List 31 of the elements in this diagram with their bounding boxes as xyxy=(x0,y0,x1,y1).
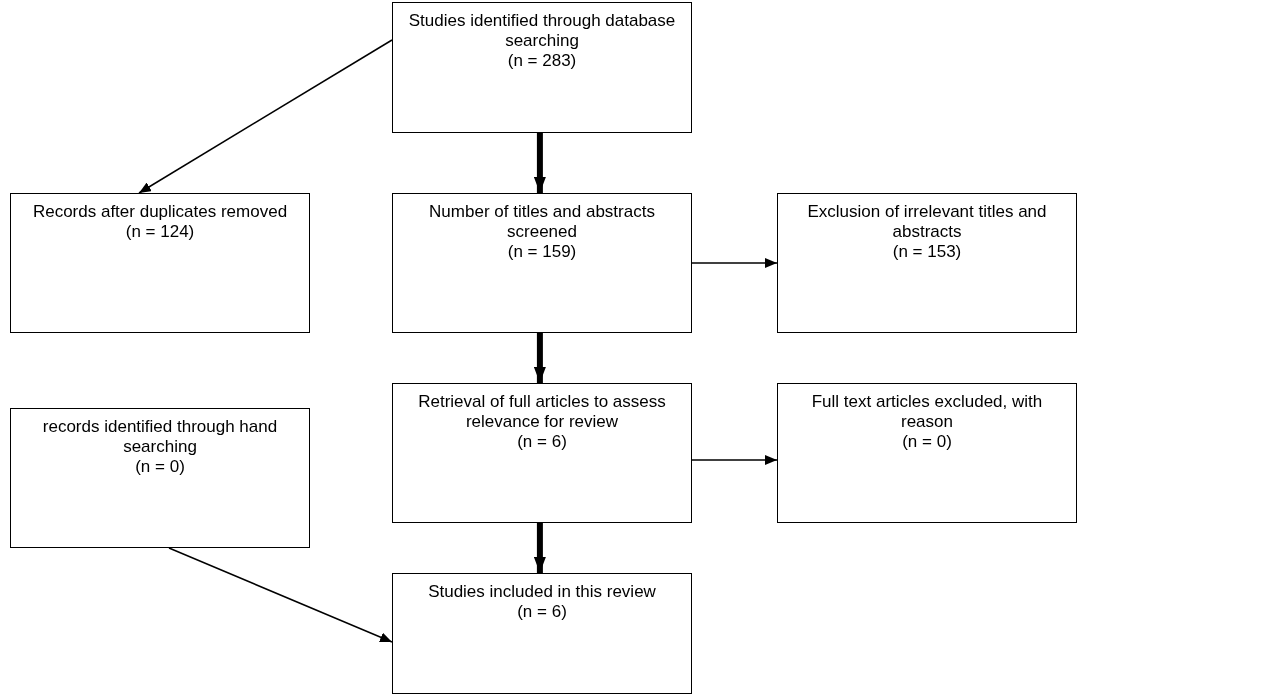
box-text: Studies identified through database searching xyxy=(407,11,677,51)
box-text: Exclusion of irrelevant titles and abstracts xyxy=(806,202,1048,242)
process-box xyxy=(392,193,692,333)
process-box xyxy=(392,2,692,133)
process-box xyxy=(777,383,1077,523)
box-text: records identified through hand searching xyxy=(41,417,279,457)
box-text: Records after duplicates removed xyxy=(31,202,289,222)
box-text: (n = 283) xyxy=(506,51,578,71)
box-text: (n = 153) xyxy=(891,242,963,262)
box-text: (n = 0) xyxy=(901,432,953,452)
process-box xyxy=(777,193,1077,333)
process-box xyxy=(10,408,310,548)
arrow xyxy=(533,133,546,193)
arrow xyxy=(691,258,778,268)
box-text: (n = 159) xyxy=(506,242,578,262)
box-text: (n = 6) xyxy=(516,432,568,452)
arrow xyxy=(533,333,546,383)
box-text: Studies included in this review xyxy=(427,582,657,602)
process-box xyxy=(10,193,310,333)
box-text: (n = 0) xyxy=(134,457,186,477)
box-text: (n = 6) xyxy=(516,602,568,622)
box-text: (n = 124) xyxy=(124,222,196,242)
arrow xyxy=(138,39,393,194)
process-box xyxy=(392,573,692,694)
arrow xyxy=(691,455,778,465)
arrow xyxy=(168,547,393,643)
box-text: Number of titles and abstracts screened xyxy=(428,202,656,242)
process-box xyxy=(392,383,692,523)
arrow xyxy=(533,523,546,573)
box-text: Retrieval of full articles to assess relevance for review xyxy=(417,392,667,432)
box-text: Full text articles excluded, with reason xyxy=(810,392,1044,432)
